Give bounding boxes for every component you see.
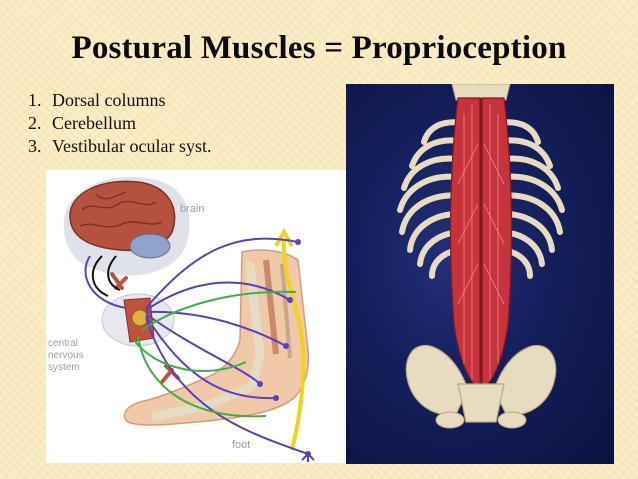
brain-folds: [79, 191, 163, 228]
cns-label: central nervous system: [48, 338, 84, 373]
green-nerve-pathways: [133, 290, 297, 418]
numbered-list: 1.Dorsal columns 2.Cerebellum 3.Vestibul…: [28, 89, 211, 158]
pathway-diagram: brain central nervous system: [48, 176, 315, 462]
spine-muscles-drawing: [397, 84, 565, 429]
brain-shape: [69, 180, 176, 252]
yellow-nerve: [281, 239, 306, 451]
muscle-fibers: [457, 104, 505, 380]
foot-bones: [151, 261, 265, 421]
svg-text:central: central: [48, 338, 78, 349]
top-vertebra: [451, 84, 511, 101]
tendon: [280, 263, 292, 359]
right-erector-muscle: [481, 97, 513, 385]
sacrum: [457, 383, 505, 423]
svg-text:nervous: nervous: [48, 350, 84, 361]
list-item: 3.Vestibular ocular syst.: [28, 136, 212, 156]
pelvis-left: [405, 344, 469, 416]
leg-muscle: [263, 259, 279, 355]
slide-title: Postural Muscles = Proprioception: [71, 30, 567, 66]
nerve-roots: [110, 272, 180, 384]
list-item: 2.Cerebellum: [28, 113, 136, 133]
descending-arrows: [92, 255, 121, 297]
list-item: 1.Dorsal columns: [28, 90, 166, 110]
leg-foot-skin: [123, 249, 310, 426]
foot-label: foot: [232, 439, 250, 451]
pelvis-right: [493, 344, 557, 416]
ischium-right: [497, 411, 527, 429]
brain-label: brain: [180, 203, 204, 215]
ischium-left: [435, 411, 465, 429]
back-muscles-illustration: [346, 84, 614, 464]
left-erector-muscle: [449, 97, 481, 385]
proprioception-pathway-illustration: brain central nervous system: [46, 170, 346, 463]
cerebellum-shape: [129, 233, 171, 259]
foot-arrow-icon: [301, 452, 315, 462]
spinal-ganglion: [131, 309, 149, 327]
svg-text:system: system: [48, 362, 80, 373]
